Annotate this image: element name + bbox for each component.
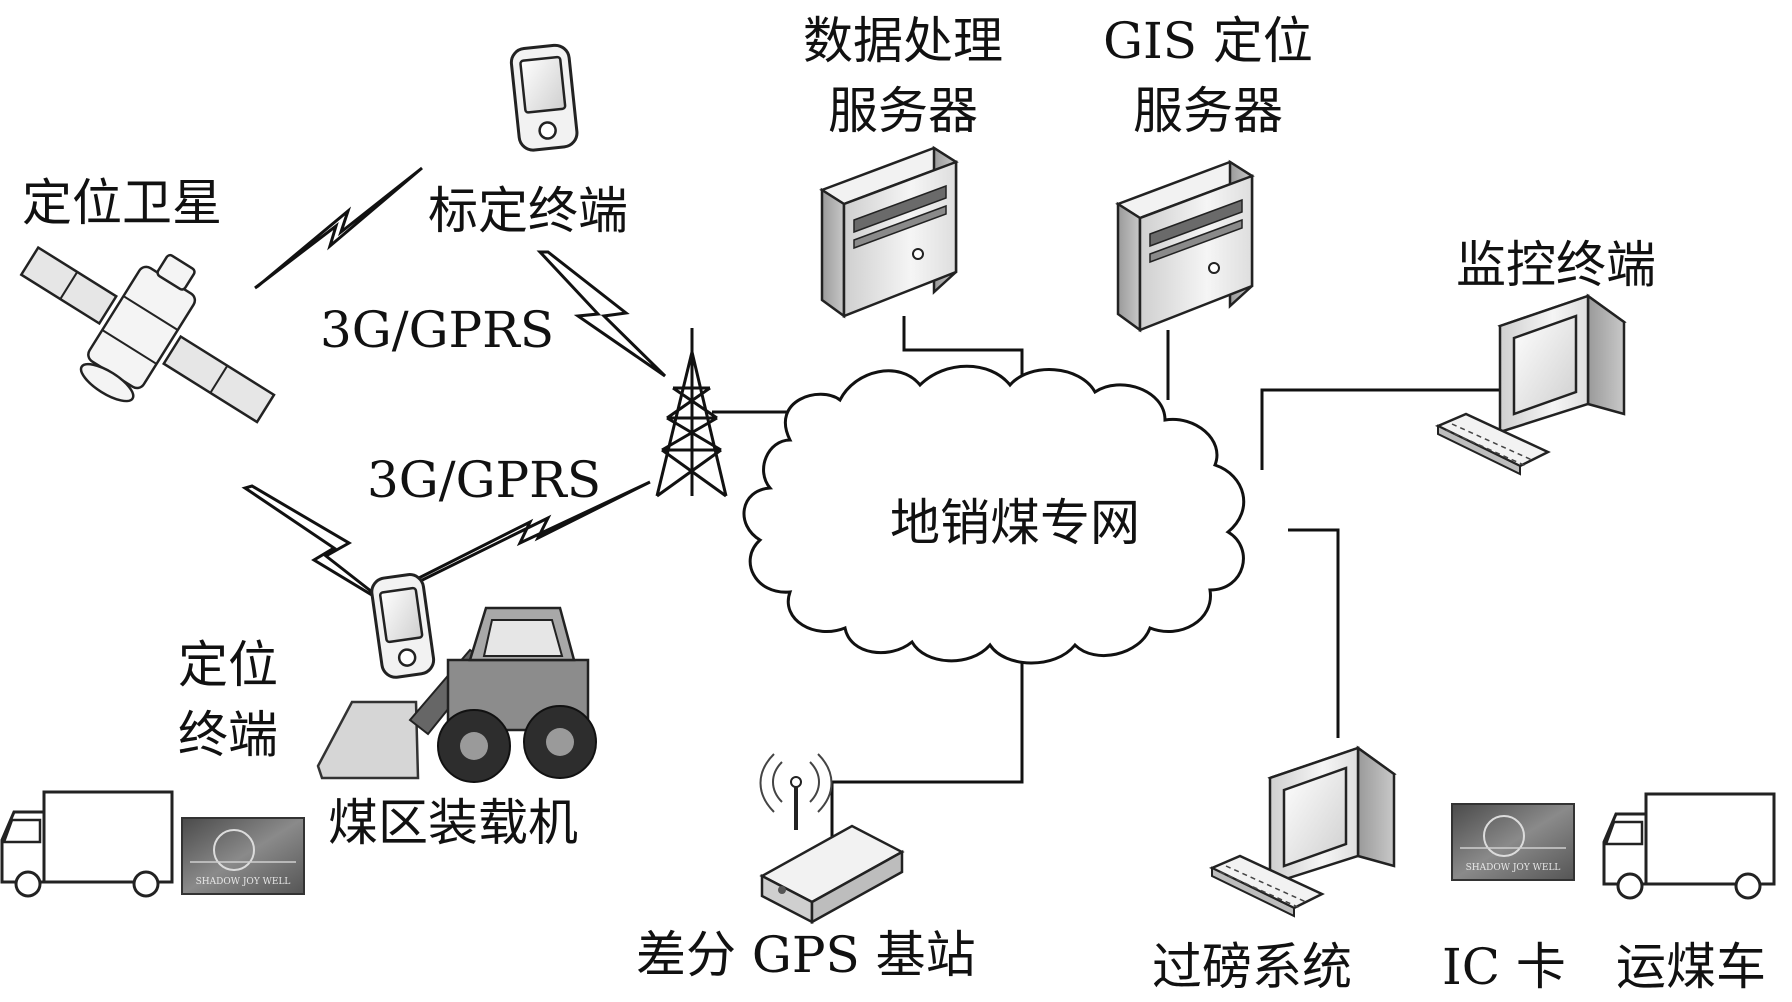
router-icon bbox=[759, 753, 905, 925]
link-label-upper: 3G/GPRS bbox=[320, 301, 554, 359]
weighing-system-label: 过磅系统 bbox=[1152, 938, 1352, 996]
line-weighing-cloud bbox=[1288, 528, 1340, 738]
computer-monitor-icon bbox=[1497, 293, 1627, 434]
wireless-links: 3G/GPRS 3G/GPRS bbox=[241, 166, 667, 608]
positioning-terminal-label-line1: 定位 bbox=[178, 636, 278, 694]
server-icon bbox=[819, 145, 959, 319]
pda-icon bbox=[370, 573, 436, 679]
loader-group: 定位 终端 煤区装载机 bbox=[178, 573, 597, 852]
gis-server-group: GIS 定位 服务器 bbox=[1103, 12, 1313, 333]
server-icon bbox=[1115, 159, 1255, 333]
weighing-system-group: 过磅系统 bbox=[1152, 745, 1397, 996]
data-server-group: 数据处理 服务器 bbox=[803, 12, 1003, 319]
line-data-server-cloud bbox=[902, 316, 1024, 395]
gis-server-label-line1: GIS 定位 bbox=[1103, 12, 1313, 70]
dgps-station-label: 差分 GPS 基站 bbox=[636, 926, 976, 984]
truck-icon bbox=[0, 790, 174, 898]
satellite-group: 定位卫星 bbox=[19, 174, 276, 424]
cell-tower-icon bbox=[655, 328, 728, 498]
cloud-icon bbox=[742, 364, 1246, 665]
data-server-label-line2: 服务器 bbox=[828, 82, 978, 140]
network-cloud: 地销煤专网 bbox=[742, 364, 1246, 665]
network-cloud-label: 地销煤专网 bbox=[890, 494, 1140, 552]
lightning-link-icon bbox=[536, 250, 667, 378]
pda-icon bbox=[509, 43, 579, 152]
keyboard-icon bbox=[1208, 854, 1325, 918]
satellite-label: 定位卫星 bbox=[22, 174, 222, 232]
link-label-lower: 3G/GPRS bbox=[367, 451, 601, 509]
lightning-link-icon bbox=[241, 484, 391, 608]
coal-loader-label: 煤区装载机 bbox=[328, 794, 578, 852]
line-monitor-cloud bbox=[1260, 388, 1530, 470]
calibration-terminal-label: 标定终端 bbox=[428, 182, 628, 240]
line-dgps-cloud bbox=[830, 650, 1024, 858]
dgps-station-group: 差分 GPS 基站 bbox=[636, 753, 976, 984]
data-server-label-line1: 数据处理 bbox=[803, 12, 1003, 70]
monitor-terminal-group: 监控终端 bbox=[1434, 236, 1656, 476]
monitor-terminal-label: 监控终端 bbox=[1456, 236, 1656, 294]
lightning-link-icon bbox=[392, 480, 651, 594]
ic-card-text: SHADOW JOY WELL bbox=[1466, 863, 1561, 873]
ic-card-icon: SHADOW JOY WELL bbox=[181, 817, 305, 895]
loader-icon bbox=[316, 606, 597, 783]
network-connections bbox=[712, 316, 1530, 858]
gis-server-label-line2: 服务器 bbox=[1133, 82, 1283, 140]
ic-card-icon: SHADOW JOY WELL bbox=[1451, 803, 1575, 881]
calibration-terminal-group: 标定终端 bbox=[428, 43, 628, 240]
computer-monitor-icon bbox=[1267, 745, 1397, 886]
keyboard-icon bbox=[1434, 412, 1551, 476]
ic-card-label: IC 卡 bbox=[1442, 938, 1566, 996]
truck-icon bbox=[1602, 792, 1776, 900]
satellite-icon bbox=[19, 245, 276, 424]
ic-card-text: SHADOW JOY WELL bbox=[196, 877, 291, 887]
lightning-link-icon bbox=[254, 166, 423, 290]
positioning-terminal-label-line2: 终端 bbox=[178, 706, 278, 764]
coal-truck-label: 运煤车 bbox=[1616, 938, 1766, 996]
